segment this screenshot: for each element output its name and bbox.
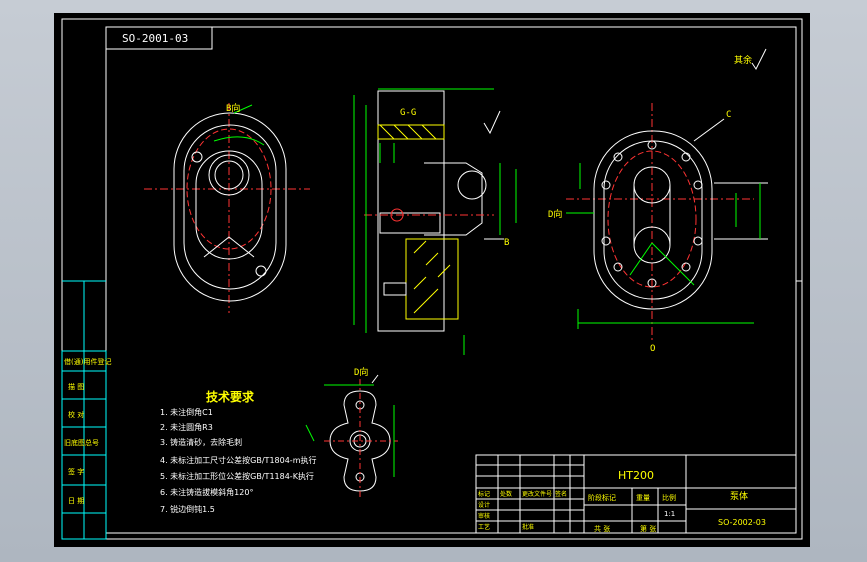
d-view (305, 374, 398, 499)
scale-value: 1:1 (664, 510, 675, 518)
inner-frame (105, 26, 797, 534)
b-marker: B (504, 238, 509, 248)
left-strip (61, 281, 107, 540)
tech-req-item: 3. 铸造清砂，去除毛刺 (160, 437, 242, 447)
strip-label: 旧底图总号 (64, 438, 99, 447)
tb-row: 审核 (478, 512, 490, 520)
drawing-code-top: SO-2001-03 (122, 32, 188, 45)
drawing-number: SO-2002-03 (718, 518, 766, 527)
tb-row: 更改文件号 (522, 490, 552, 498)
drawing-canvas[interactable]: SO-2001-03 其余 B向 (54, 13, 810, 547)
strip-label: 校 对 (68, 410, 84, 419)
tb-row: 处数 (500, 490, 512, 498)
title-block-text: HT200 泵体 SO-2002-03 阶段标记 重量 比例 1:1 共 张 第… (478, 469, 766, 533)
d-view-left-label: D向 (548, 208, 562, 220)
tb-row: 签名 (555, 490, 567, 498)
part-name: HT200 (618, 469, 654, 482)
tech-req-item: 6. 未注铸造拔模斜角120° (160, 487, 253, 497)
code-box (105, 26, 213, 50)
tech-req-title: 技术要求 (206, 389, 255, 404)
c-view-label: C (726, 110, 731, 120)
left-strip-labels: 借(通)用件登记 描 图 校 对 旧底图总号 签 字 日 期 (64, 357, 111, 505)
material-label: 泵体 (730, 490, 748, 502)
tech-req-item: 4. 未标注加工尺寸公差按GB/T1804-m执行 (160, 455, 316, 465)
strip-label: 日 期 (68, 497, 84, 505)
o-marker: O (650, 344, 655, 354)
sheet-label: 共 张 (594, 524, 610, 533)
tech-req-item: 7. 锐边倒钝1.5 (160, 504, 215, 514)
corner-mark: 其余 (734, 54, 752, 66)
tb-row: 批准 (522, 523, 534, 531)
page-label: 第 张 (640, 524, 656, 533)
stage-label: 阶段标记 (588, 493, 616, 502)
strip-label: 借(通)用件登记 (64, 357, 111, 366)
c-view (566, 103, 768, 343)
roughness-symbol (751, 48, 767, 70)
d-view-bottom-label: D向 (354, 366, 368, 378)
strip-label: 签 字 (68, 467, 84, 476)
drawing-svg: SO-2001-03 其余 B向 (61, 18, 803, 540)
tb-row: 工艺 (478, 523, 490, 531)
title-block (475, 454, 797, 534)
b-view (144, 103, 310, 313)
weight-label: 重量 (636, 494, 650, 502)
tech-req-list: 1. 未注倒角C1 2. 未注圆角R3 3. 铸造清砂，去除毛刺 4. 未标注加… (160, 407, 316, 514)
section-view (353, 88, 517, 355)
tech-req-item: 5. 未标注加工形位公差按GB/T1184-K执行 (160, 471, 314, 481)
tech-req-item: 2. 未注圆角R3 (160, 422, 213, 432)
tb-row: 标记 (478, 490, 490, 498)
scale-label: 比例 (662, 493, 676, 502)
b-view-label: B向 (226, 102, 240, 114)
strip-label: 描 图 (68, 382, 84, 391)
outer-frame (61, 18, 803, 540)
section-label: G-G (400, 108, 416, 118)
tech-req-item: 1. 未注倒角C1 (160, 407, 213, 417)
tb-row: 设计 (478, 501, 490, 509)
